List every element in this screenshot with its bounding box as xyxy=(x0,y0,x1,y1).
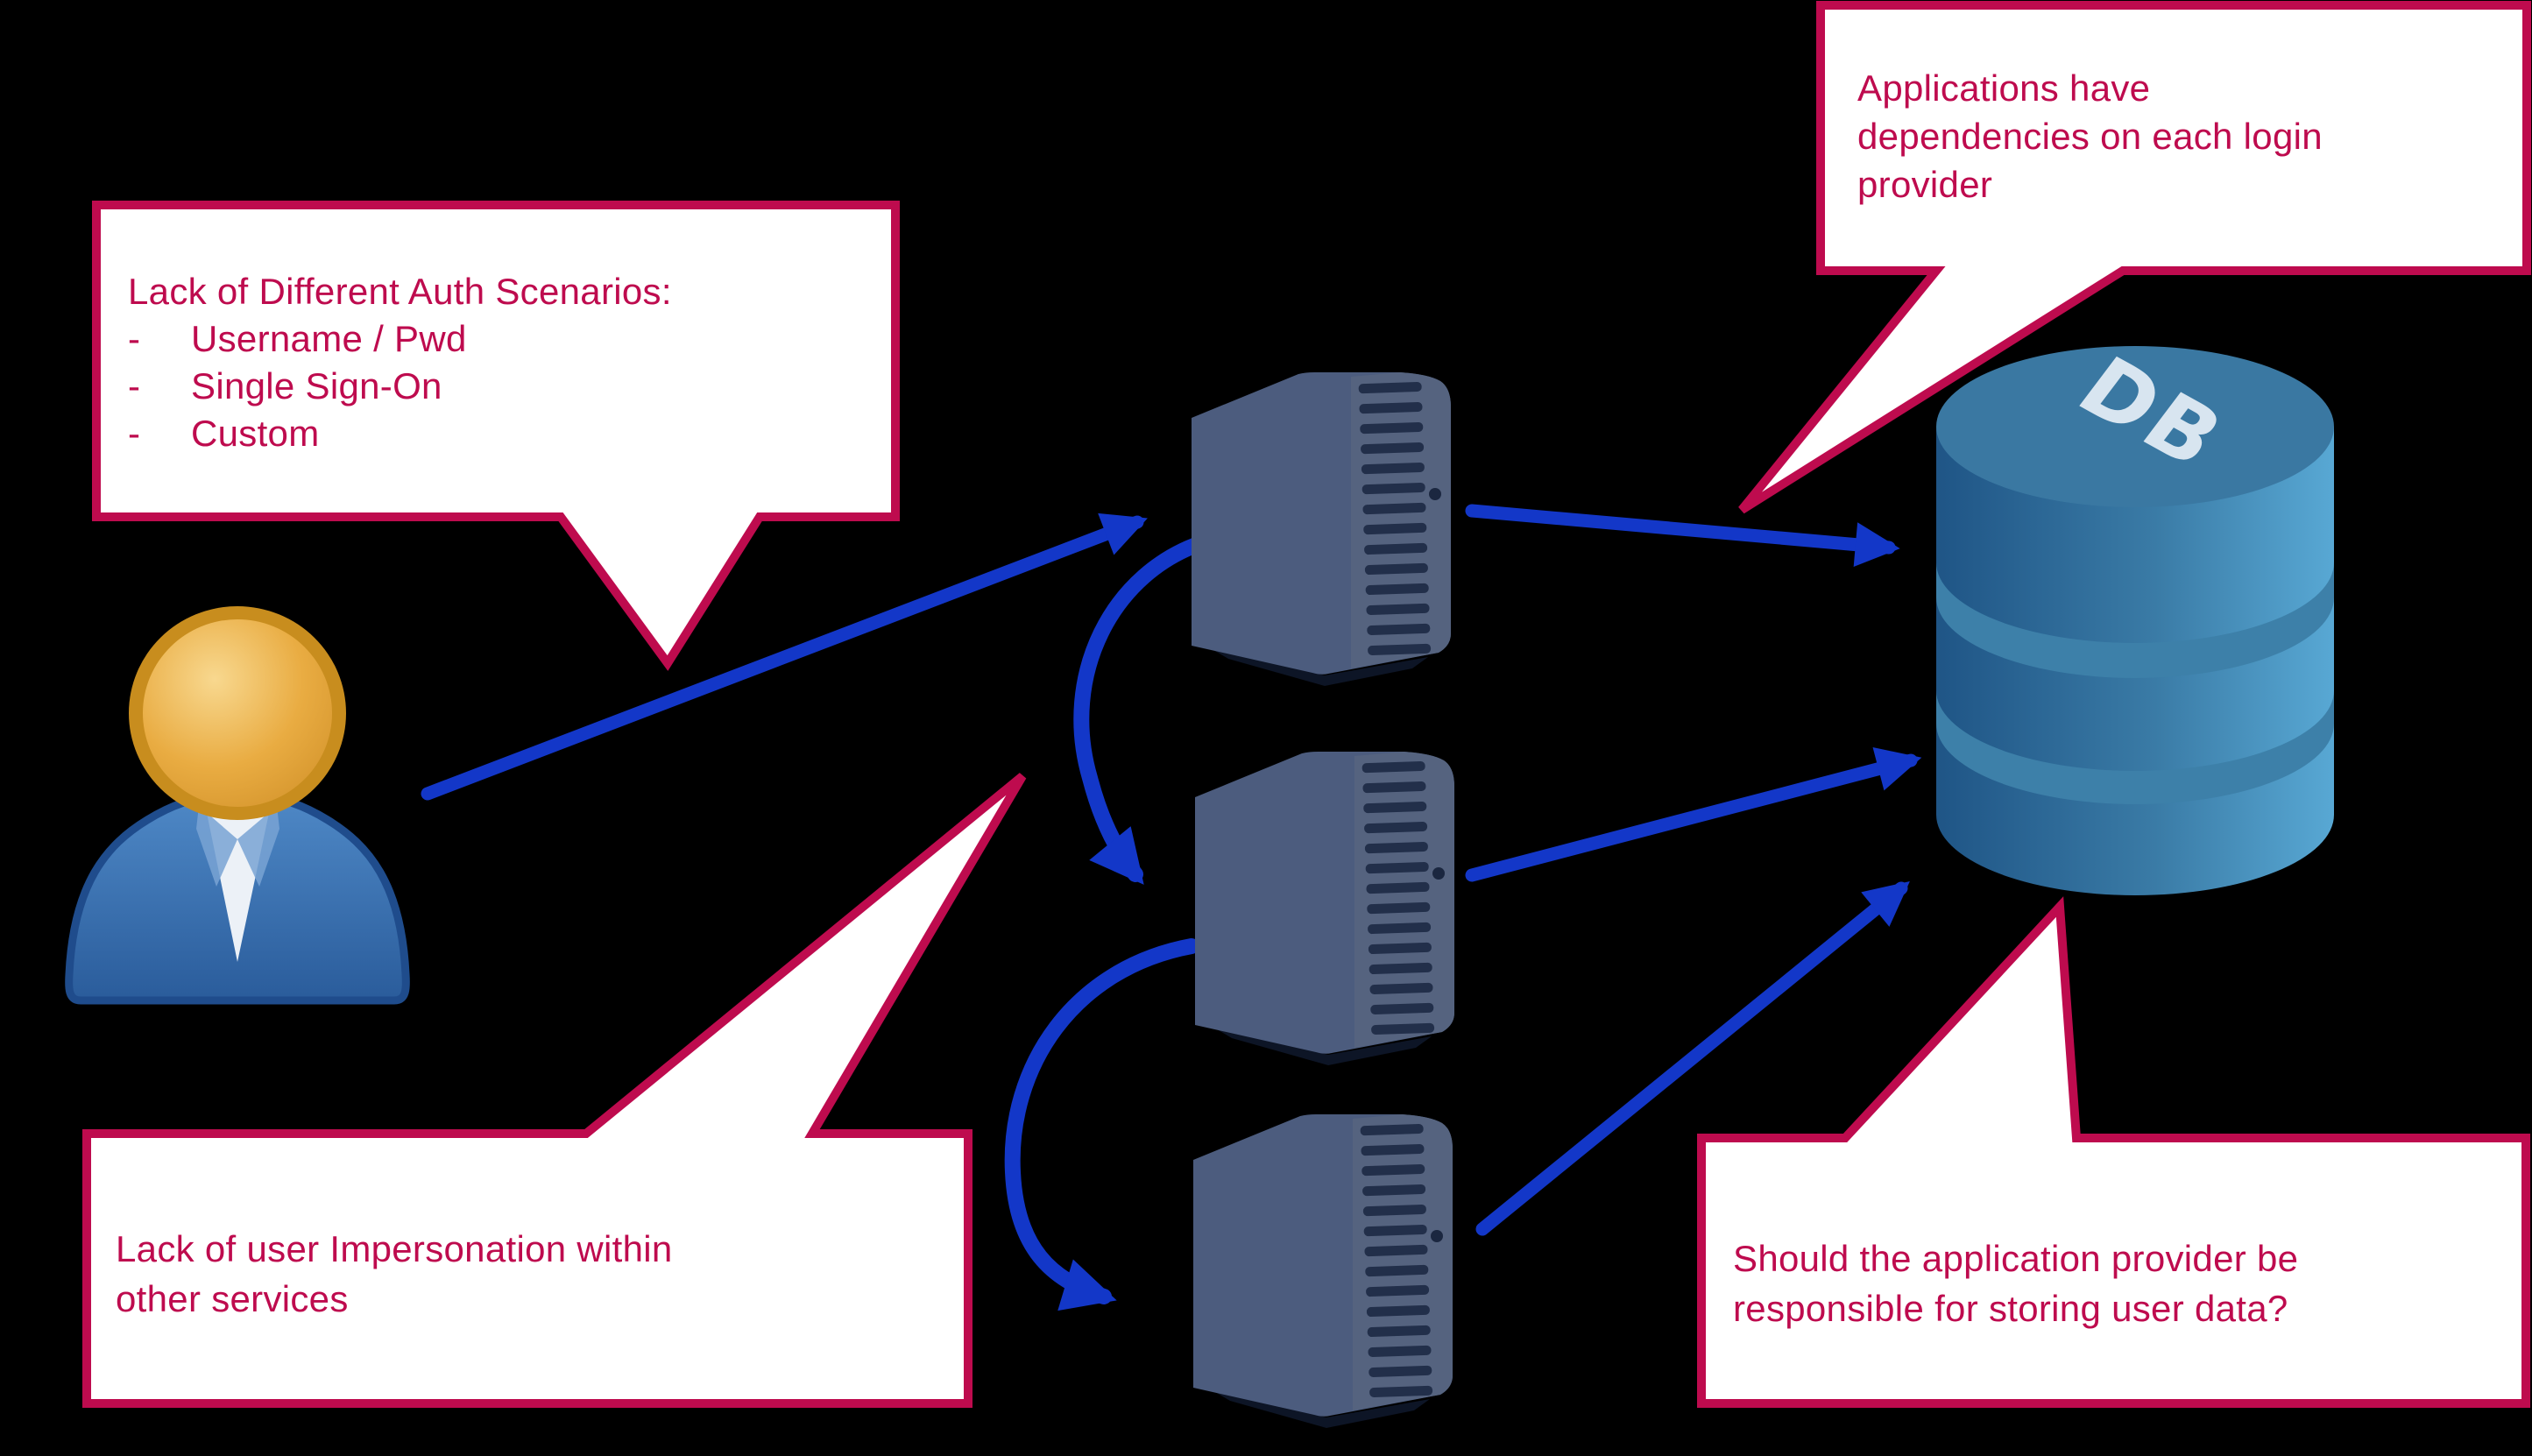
user-icon xyxy=(65,606,410,1005)
db-groove xyxy=(1936,690,2334,804)
server3-icon xyxy=(1193,1114,1453,1428)
callout-dependencies-bubble xyxy=(1738,1,2531,514)
list-item: -Custom xyxy=(128,413,320,454)
db-groove xyxy=(1936,562,2334,678)
list-item: -Single Sign-On xyxy=(128,365,442,406)
database-icon: DB xyxy=(1936,339,2334,895)
server2-icon xyxy=(1195,752,1454,1065)
db-top-face xyxy=(1936,346,2334,507)
person-head xyxy=(143,619,332,807)
callout-impersonation-bubble xyxy=(82,773,1027,1408)
list-item: -Username / Pwd xyxy=(128,318,467,359)
callout-auth-title: Lack of Different Auth Scenarios: xyxy=(128,271,672,312)
callout-bubbles xyxy=(82,1,2531,1408)
arrow-server3-to-db xyxy=(1475,880,1910,1236)
callout-auth-bubble xyxy=(92,201,900,671)
arrow-server1-to-server2 xyxy=(1073,534,1214,885)
arrow-user-to-server1 xyxy=(421,512,1148,801)
arrow-server1-to-db xyxy=(1465,504,1900,568)
arrow-server2-to-db xyxy=(1465,747,1922,882)
callout-dependencies-text: Applications have dependencies on each l… xyxy=(1857,67,2323,205)
callout-impersonation-text: Lack of user Impersonation within other … xyxy=(116,1228,673,1319)
callout-storage-text: Should the application provider be respo… xyxy=(1733,1238,2299,1329)
callout-auth-text: Lack of Different Auth Scenarios: -Usern… xyxy=(128,268,672,457)
callout-storage-bubble xyxy=(1697,896,2530,1408)
arrow-server2-to-server3 xyxy=(1004,938,1199,1311)
server1-icon xyxy=(1192,372,1451,686)
arrows xyxy=(421,504,1922,1311)
